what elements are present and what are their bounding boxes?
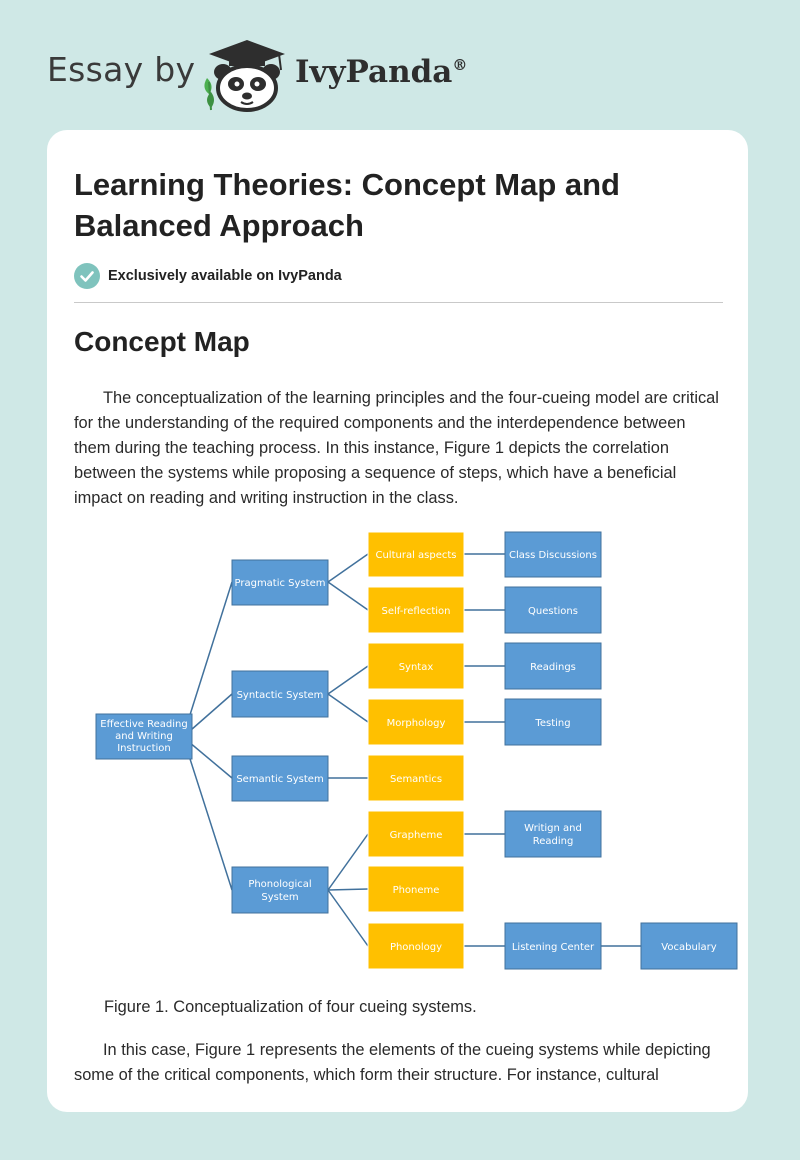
svg-text:Semantic System: Semantic System	[236, 774, 323, 785]
node-questions: Questions	[504, 586, 602, 634]
concept-map-diagram: Effective Reading and Writing Instructio…	[95, 531, 738, 970]
svg-text:Cultural aspects: Cultural aspects	[375, 550, 456, 561]
svg-text:Listening Center: Listening Center	[512, 942, 595, 953]
article-card: Learning Theories: Concept Map and Balan…	[47, 130, 748, 1112]
svg-text:Pragmatic System: Pragmatic System	[235, 578, 326, 589]
panda-logo-icon	[204, 40, 285, 112]
svg-text:and Writing: and Writing	[115, 731, 173, 742]
svg-text:Phoneme: Phoneme	[393, 885, 440, 896]
svg-text:Questions: Questions	[528, 606, 578, 617]
node-syntactic-system: Syntactic System	[231, 670, 329, 718]
node-morphology: Morphology	[367, 698, 465, 746]
svg-text:System: System	[261, 892, 298, 903]
svg-text:Syntactic System: Syntactic System	[237, 690, 324, 701]
node-syntax: Syntax	[367, 642, 465, 690]
node-semantics: Semantics	[367, 754, 465, 802]
checkmark-icon	[74, 263, 100, 289]
paragraph-2: In this case, Figure 1 represents the el…	[74, 1041, 711, 1084]
svg-text:Reading: Reading	[533, 836, 574, 847]
node-phoneme: Phoneme	[367, 865, 465, 913]
svg-text:Writign and: Writign and	[524, 823, 582, 834]
page-title: Learning Theories: Concept Map and Balan…	[74, 167, 620, 243]
node-writing-and-reading: Writign and Reading	[504, 810, 602, 858]
brand-prefix: Essay by	[47, 50, 196, 89]
svg-text:Class Discussions: Class Discussions	[509, 550, 597, 561]
figure-caption: Figure 1. Conceptualization of four cuei…	[104, 998, 477, 1016]
brand-header: Essay by IvyPanda®	[47, 38, 467, 112]
node-root: Effective Reading and Writing Instructio…	[95, 713, 193, 760]
node-pragmatic-system: Pragmatic System	[231, 559, 329, 606]
node-cultural-aspects: Cultural aspects	[367, 531, 465, 578]
svg-text:Testing: Testing	[534, 718, 570, 729]
node-semantic-system: Semantic System	[231, 755, 329, 802]
node-readings: Readings	[504, 642, 602, 690]
node-vocabulary: Vocabulary	[640, 922, 738, 970]
node-self-reflection: Self-reflection	[367, 586, 465, 634]
svg-text:Phonological: Phonological	[248, 879, 311, 890]
svg-text:Instruction: Instruction	[117, 743, 171, 754]
node-testing: Testing	[504, 698, 602, 746]
svg-text:Effective Reading: Effective Reading	[100, 719, 187, 730]
svg-text:Self-reflection: Self-reflection	[381, 606, 450, 617]
divider	[74, 302, 723, 303]
node-phonological-system: Phonological System	[231, 866, 329, 914]
node-listening-center: Listening Center	[504, 922, 602, 970]
svg-text:Vocabulary: Vocabulary	[661, 942, 717, 953]
svg-text:Semantics: Semantics	[390, 774, 442, 785]
node-class-discussions: Class Discussions	[504, 531, 602, 578]
svg-text:Morphology: Morphology	[387, 718, 446, 729]
node-phonology: Phonology	[367, 922, 465, 970]
paragraph-1: The conceptualization of the learning pr…	[74, 389, 719, 507]
brand-name: IvyPanda®	[295, 54, 468, 90]
svg-text:Syntax: Syntax	[399, 662, 434, 673]
svg-text:Grapheme: Grapheme	[390, 830, 443, 841]
exclusive-label: Exclusively available on IvyPanda	[108, 268, 342, 284]
section-heading: Concept Map	[74, 326, 250, 357]
node-grapheme: Grapheme	[367, 810, 465, 858]
svg-text:Phonology: Phonology	[390, 942, 442, 953]
svg-text:Readings: Readings	[530, 662, 576, 673]
